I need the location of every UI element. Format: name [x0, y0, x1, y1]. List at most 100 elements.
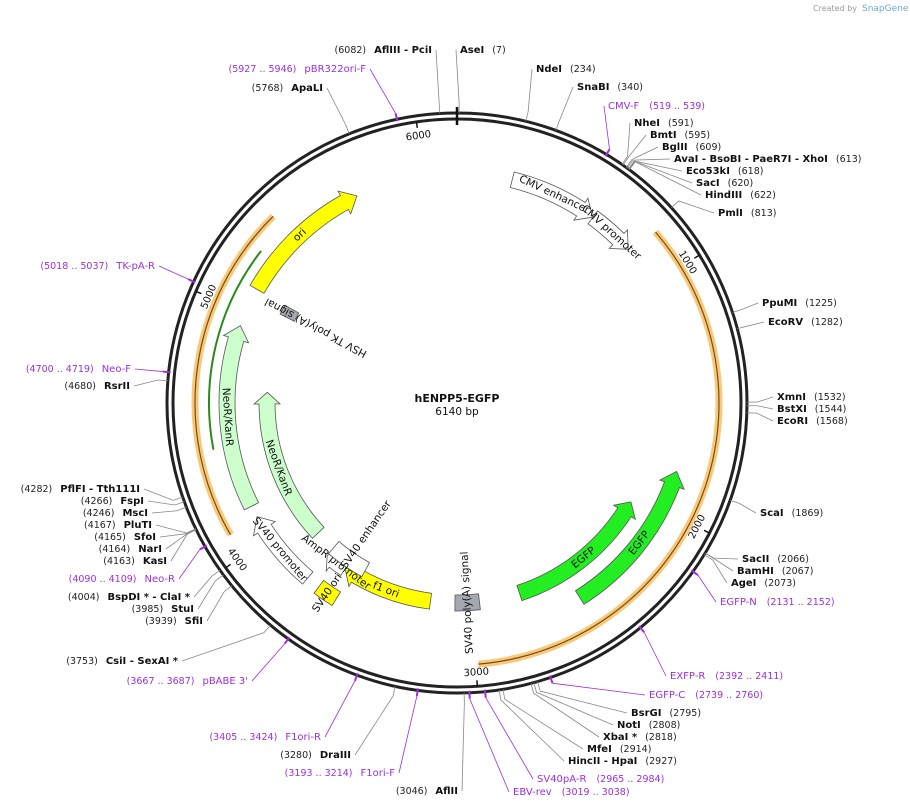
enzyme-label[interactable]: (4680)RsrII [64, 381, 130, 392]
primer-label[interactable]: EXFP-R(2392 .. 2411) [670, 671, 783, 682]
primer-mark [283, 636, 291, 645]
enzyme-leader [155, 524, 196, 534]
enzyme-label[interactable]: BmtI(595) [650, 130, 710, 141]
enzyme-label[interactable]: MfeI(2914) [587, 744, 651, 755]
feature-arrow[interactable] [313, 579, 342, 607]
enzyme-label[interactable]: (4164)NarI [99, 544, 162, 555]
primer-label[interactable]: CMV-F(519 .. 539) [608, 101, 705, 112]
primer-label[interactable]: EBV-rev(3019 .. 3038) [513, 787, 630, 798]
feature-arrow[interactable] [574, 470, 685, 605]
enzyme-label[interactable]: (4282)PflFI - Tth111I [21, 484, 140, 495]
enzyme-label[interactable]: XbaI *(2818) [603, 732, 677, 743]
primer-label[interactable]: (4090 .. 4109)Neo-R [69, 574, 175, 585]
orf-highlight-layer [191, 213, 723, 668]
enzyme-leader [537, 681, 628, 714]
enzyme-leader [703, 554, 728, 584]
enzyme-label[interactable]: HindIII(622) [705, 190, 776, 201]
primer-label[interactable]: (3193 .. 3214)F1ori-F [285, 768, 396, 779]
enzyme-label[interactable]: Eco53kI(618) [686, 166, 763, 177]
feature-arrow[interactable] [252, 516, 314, 585]
enzyme-label[interactable]: (4246)MscI [83, 508, 148, 519]
primer-mark [199, 544, 208, 551]
orf-highlight-neo-inner[interactable] [208, 250, 262, 450]
enzyme-label[interactable]: PmlI(813) [718, 208, 776, 219]
enzyme-leader [737, 321, 765, 330]
primer-label[interactable]: EGFP-N(2131 .. 2152) [720, 597, 835, 608]
enzyme-label[interactable]: BamHI(2067) [737, 566, 813, 577]
enzyme-leader [435, 49, 441, 114]
enzyme-leader [354, 686, 396, 756]
enzyme-leader [170, 529, 197, 562]
feature-arrow[interactable] [218, 325, 260, 511]
enzyme-label[interactable]: SnaBI(340) [577, 82, 643, 93]
enzyme-leader [704, 552, 734, 572]
enzyme-leader [181, 624, 271, 662]
feature-arrow[interactable] [252, 391, 325, 539]
feature-label: HSV TK poly(A) signal [263, 295, 369, 359]
enzyme-leader [455, 49, 460, 114]
enzyme-label[interactable]: SacII(2066) [742, 554, 809, 565]
feature-arrow[interactable] [249, 190, 358, 294]
orf-line-egfp [478, 231, 720, 665]
primer-leader [485, 697, 534, 780]
primer-label[interactable]: (4700 .. 4719)Neo-F [26, 364, 131, 375]
primer-label[interactable]: EGFP-C(2739 .. 2760) [649, 690, 763, 701]
tick-label: 3000 [463, 666, 489, 679]
feature-arrow[interactable] [327, 540, 371, 578]
enzyme-label[interactable]: (3280)DraIII [280, 750, 351, 761]
enzyme-label[interactable]: (3753)CsiI - SexAI * [66, 656, 179, 667]
primer-label[interactable]: (5018 .. 5037)TK-pA-R [40, 261, 155, 272]
enzyme-label[interactable]: BglII(609) [662, 142, 721, 153]
feature-arrow[interactable] [454, 593, 481, 612]
enzyme-label[interactable]: EcoRV(1282) [768, 317, 843, 328]
primer-label[interactable]: SV40pA-R(2965 .. 2984) [537, 774, 664, 785]
enzyme-label[interactable]: HincII - HpaI(2927) [568, 756, 677, 767]
primer-label[interactable]: (5927 .. 5946)pBR322ori-F [229, 64, 367, 75]
enzyme-label[interactable]: SacI(620) [696, 178, 753, 189]
enzyme-label[interactable]: BstXI(1544) [777, 404, 846, 415]
enzyme-label[interactable]: NheI(591) [634, 118, 694, 129]
enzyme-label[interactable]: (5768)ApaLI [252, 83, 323, 94]
enzyme-leader [159, 528, 197, 538]
enzyme-label[interactable]: ScaI(1869) [760, 508, 823, 519]
orf-highlight-egfp[interactable] [478, 229, 723, 668]
feature-arrow[interactable] [516, 501, 637, 602]
feature-arrow[interactable] [279, 304, 300, 322]
enzyme-label[interactable]: EcoRI(1568) [777, 416, 848, 427]
enzyme-label[interactable]: (3939)SfiI [145, 616, 203, 627]
enzyme-label[interactable]: AvaI - BsoBI - PaeR7I - XhoI(613) [674, 154, 861, 165]
enzyme-label[interactable]: (4004)BspDI * - ClaI * [68, 592, 191, 603]
enzyme-label[interactable]: AgeI(2073) [731, 578, 796, 589]
primer-leader [552, 682, 646, 696]
enzyme-leader [498, 689, 565, 762]
primer-mark [162, 370, 171, 374]
enzyme-label[interactable]: XmnI(1532) [777, 392, 846, 403]
enzyme-label[interactable]: NdeI(234) [536, 64, 596, 75]
enzyme-label[interactable]: PpuMI(1225) [762, 298, 837, 309]
enzyme-label[interactable]: (6082)AflIII - PciI [335, 45, 432, 56]
primer-mark [354, 672, 359, 682]
enzyme-label[interactable]: (3985)StuI [132, 604, 194, 615]
primer-label[interactable]: (3405 .. 3424)F1ori-R [209, 732, 321, 743]
enzyme-leader [621, 122, 631, 165]
primer-leader [697, 574, 717, 603]
enzyme-label[interactable]: (3046)AflII [396, 786, 458, 797]
feature-label: SV40 enhancer [339, 498, 395, 571]
enzyme-leader [525, 68, 533, 122]
primer-mark [415, 688, 419, 697]
enzyme-leader [629, 161, 702, 196]
enzyme-leader [746, 396, 774, 403]
enzyme-label[interactable]: AseI(7) [460, 45, 506, 56]
enzyme-label[interactable]: NotI(2808) [617, 720, 680, 731]
enzyme-label[interactable]: (4165)SfoI [94, 532, 156, 543]
feature-arrow[interactable] [587, 210, 629, 250]
enzyme-leader [746, 405, 774, 410]
primer-mark [187, 278, 196, 284]
enzyme-label[interactable]: (4163)KasI [103, 556, 167, 567]
primer-label[interactable]: (3667 .. 3687)pBABE 3' [127, 676, 248, 687]
enzyme-leader [206, 585, 233, 622]
enzyme-label[interactable]: (4167)PluTI [84, 520, 152, 531]
primer-leader [158, 265, 189, 280]
enzyme-label[interactable]: BsrGI(2795) [631, 708, 701, 719]
enzyme-label[interactable]: (4266)FspI [81, 496, 144, 507]
